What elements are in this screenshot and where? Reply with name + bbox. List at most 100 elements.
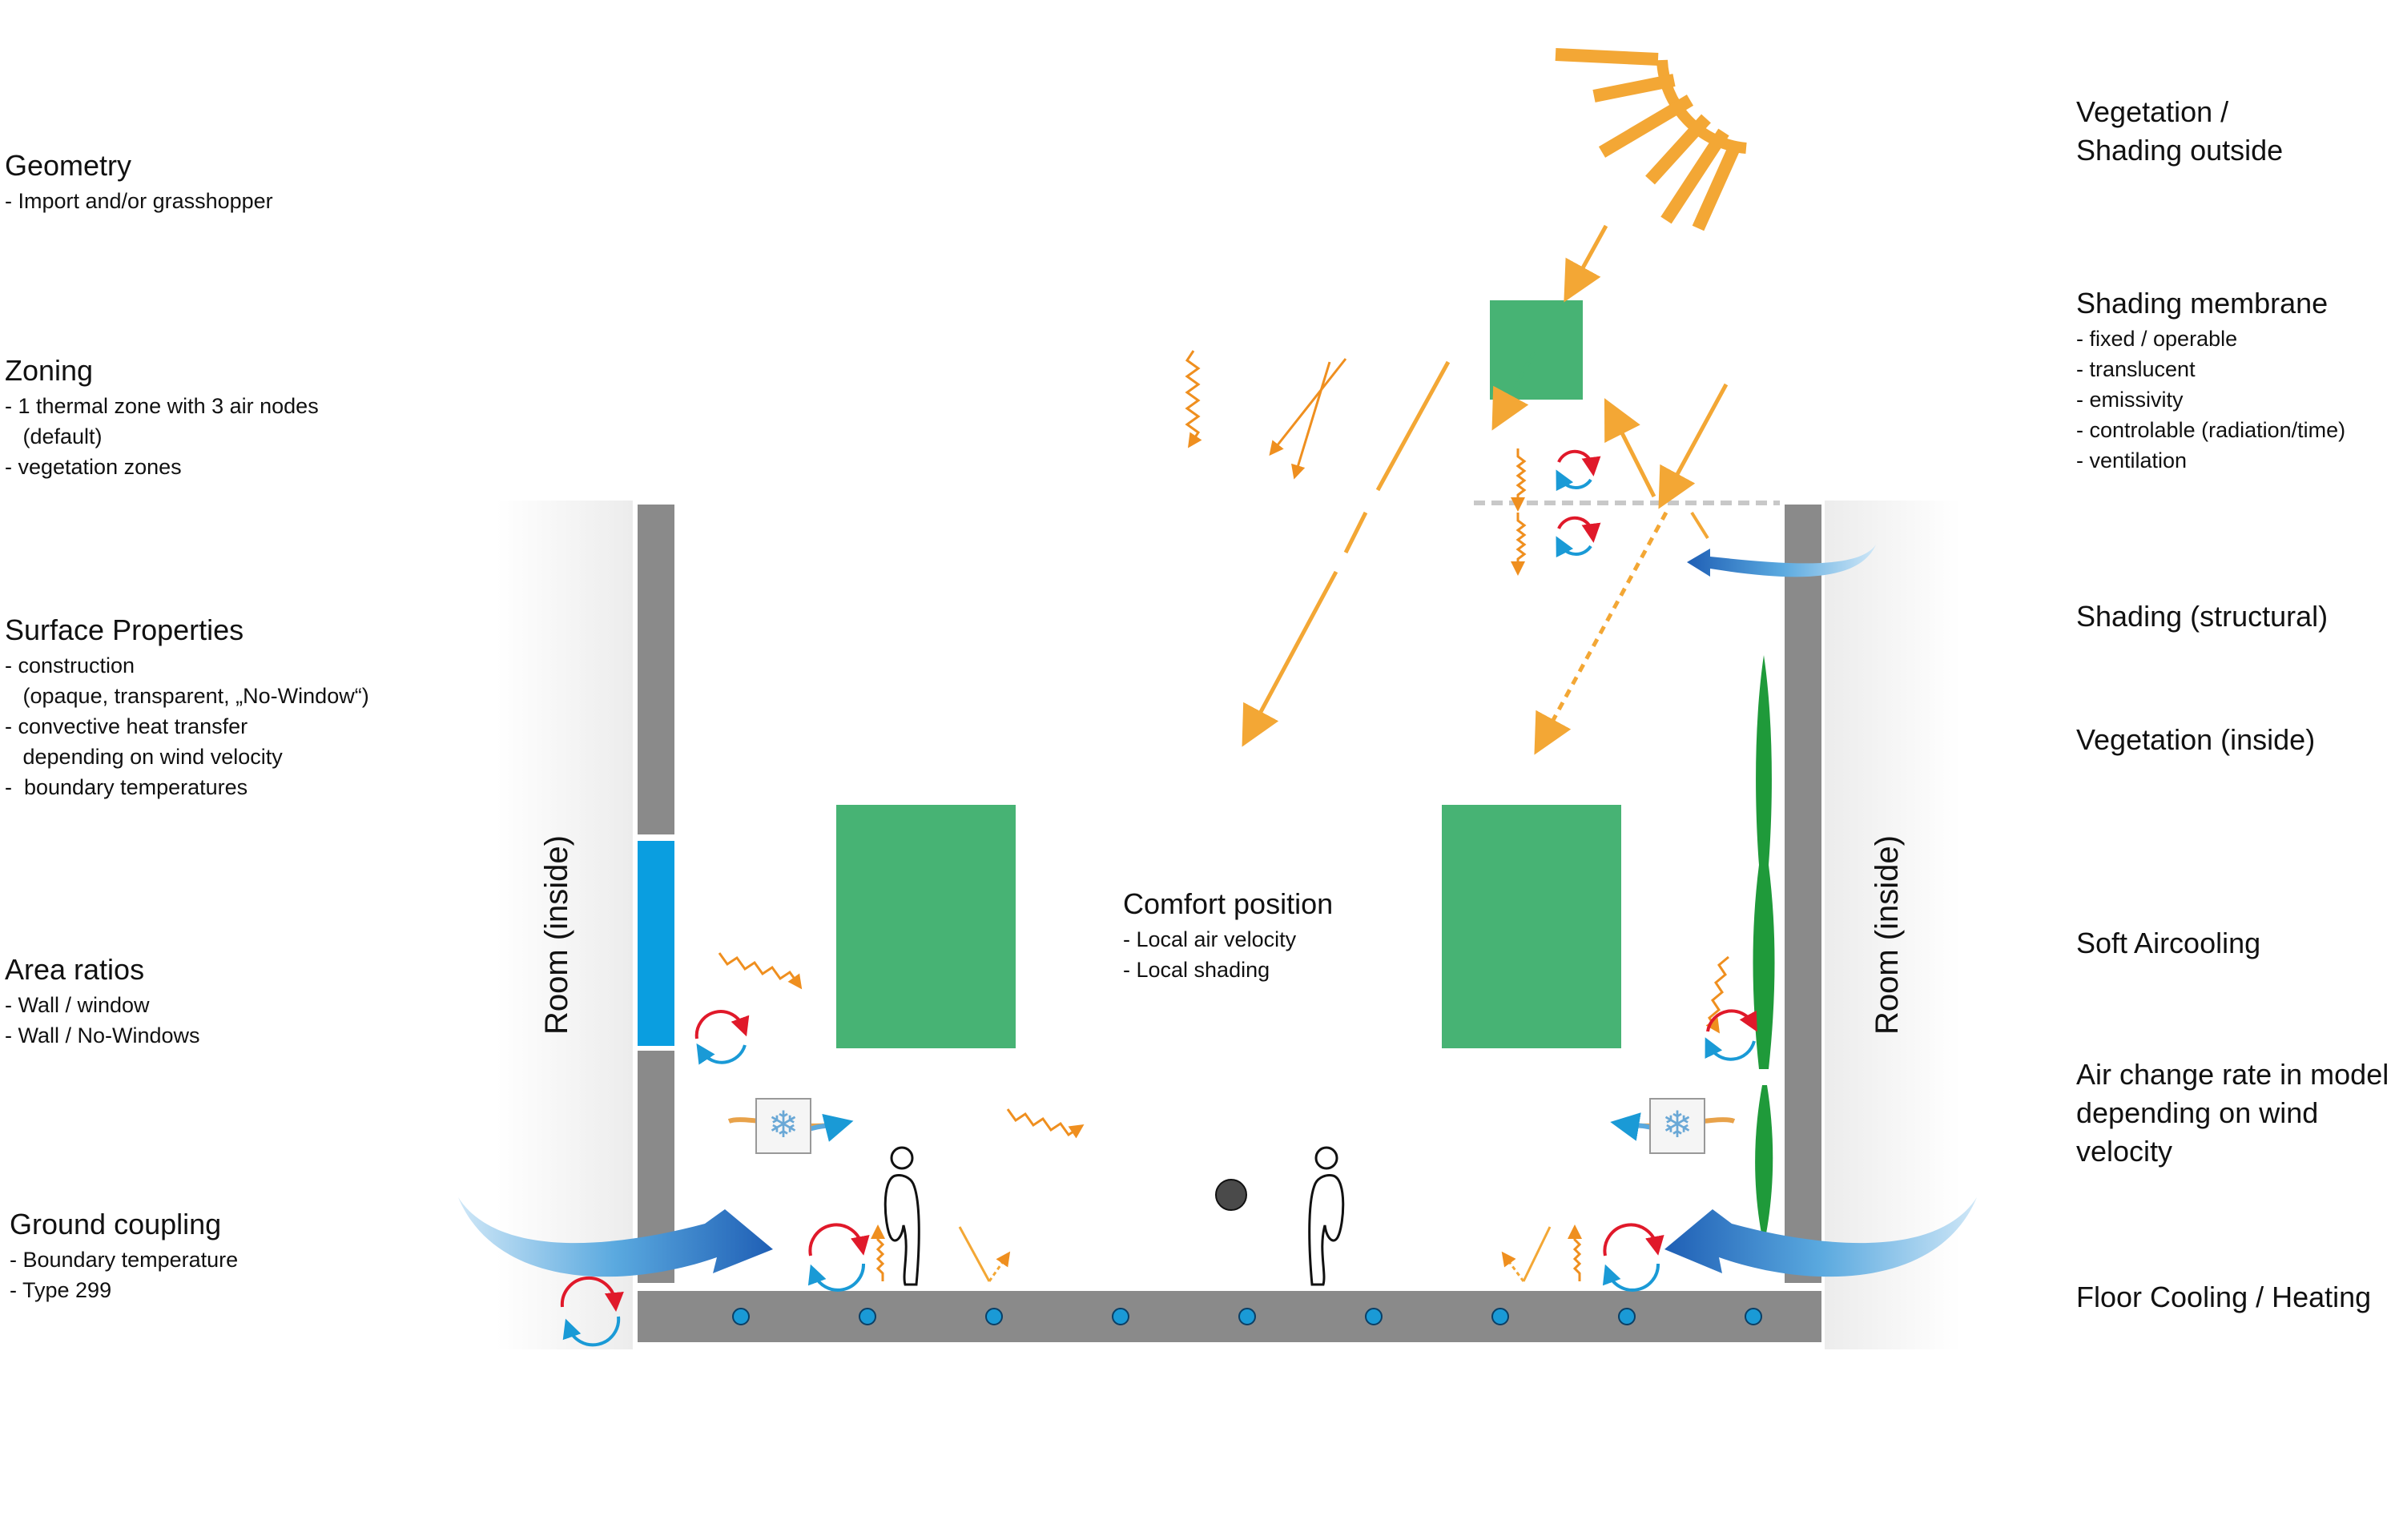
ground-item: - Type 299 <box>10 1278 112 1303</box>
radiation-arrow-icon <box>1690 511 1709 540</box>
air-change-line: Air change rate in model <box>2076 1058 2389 1091</box>
comfort-position-marker <box>1215 1179 1247 1211</box>
radiation-arrow-icon <box>1534 511 1668 755</box>
area-item: - Wall / No-Windows <box>5 1023 200 1048</box>
aircooling-unit-right: ❄ <box>1610 1098 1736 1154</box>
shading-membrane-item: - ventilation <box>2076 448 2188 473</box>
radiation-arrow-icon <box>1568 1224 1582 1281</box>
convection-cycle-icon <box>694 1010 750 1065</box>
ground-item: - Boundary temperature <box>10 1248 239 1273</box>
snowflake-icon: ❄ <box>1662 1103 1693 1146</box>
vegetation-inside-plant <box>1753 655 1775 1069</box>
surface-item: depending on wind velocity <box>5 745 283 770</box>
comfort-title: Comfort position <box>1123 887 1334 920</box>
vegetation-block-right <box>1442 805 1621 1048</box>
surface-item: - boundary temperatures <box>5 775 248 800</box>
floor-cooling-label: Floor Cooling / Heating <box>2076 1281 2372 1313</box>
floor-pipe <box>1365 1308 1383 1325</box>
person-icon <box>1308 1146 1345 1286</box>
shading-membrane-item: - fixed / operable <box>2076 327 2238 352</box>
radiation-arrow-icon <box>1522 1226 1552 1282</box>
vegetation-inside-plant-lower <box>1755 1085 1773 1245</box>
radiation-arrow-icon <box>1491 351 1536 431</box>
radiation-arrow-icon <box>958 1226 991 1282</box>
radiation-arrow-icon <box>988 1251 1011 1282</box>
comfort-position-label: Comfort position - Local air velocity - … <box>1123 887 1333 985</box>
geometry-title: Geometry <box>5 149 132 182</box>
radiation-arrow-icon <box>1604 398 1656 498</box>
area-ratios-label: Area ratios - Wall / window - Wall / No-… <box>5 953 200 1051</box>
surface-item: - convective heat transfer <box>5 714 248 739</box>
area-item: - Wall / window <box>5 993 150 1018</box>
zoning-item: - vegetation zones <box>5 455 182 480</box>
right-wall <box>1785 505 1821 1283</box>
convection-cycle-icon <box>1556 516 1601 558</box>
radiation-arrow-icon <box>1343 511 1368 554</box>
radiation-arrow-icon <box>1564 224 1608 303</box>
radiation-arrow-icon <box>718 952 803 990</box>
surface-item: - construction <box>5 653 135 678</box>
floor-pipe <box>1618 1308 1636 1325</box>
shading-membrane-label: Shading membrane - fixed / operable - tr… <box>2076 287 2345 476</box>
right-room-label: Room (inside) <box>1870 835 1905 1035</box>
shading-membrane-item: - controlable (radiation/time) <box>2076 418 2346 443</box>
convection-cycles <box>560 449 1757 1347</box>
soft-aircooling-label: Soft Aircooling <box>2076 927 2261 959</box>
radiation-arrow-icon <box>1511 513 1527 576</box>
left-room-fade <box>497 501 633 1349</box>
shading-membrane-item: - translucent <box>2076 357 2196 382</box>
vegetation-outside-label: Vegetation / Shading outside <box>2076 93 2283 170</box>
left-window <box>638 841 674 1046</box>
floor-pipe <box>1745 1308 1762 1325</box>
person-icon <box>884 1146 920 1286</box>
radiation-arrow-icon <box>1006 1108 1085 1139</box>
convection-cycle-icon <box>1556 449 1601 492</box>
shading-membrane-title: Shading membrane <box>2076 287 2329 320</box>
shading-structural-label: Shading (structural) <box>2076 600 2329 633</box>
wind-arrow-icon <box>1664 1197 1977 1277</box>
convection-cycle-icon <box>1705 1009 1757 1061</box>
snowflake-icon: ❄ <box>768 1103 799 1146</box>
floor-pipes <box>732 1308 1762 1325</box>
radiation-arrow-icon <box>1705 955 1729 1034</box>
surface-properties-label: Surface Properties - construction (opaqu… <box>5 613 369 802</box>
radiation-arrow-icon <box>1375 360 1451 492</box>
left-wall-upper <box>638 505 674 834</box>
wind-arrow-icon <box>1687 545 1876 577</box>
zoning-item: (default) <box>5 424 103 449</box>
vegetation-outside-line: Vegetation / <box>2076 95 2229 128</box>
surface-item: (opaque, transparent, „No-Window“) <box>5 684 369 709</box>
sun-icon <box>1555 48 1747 231</box>
ground-title: Ground coupling <box>10 1208 222 1240</box>
surface-title: Surface Properties <box>5 613 244 646</box>
radiation-arrow-icon <box>871 1224 885 1281</box>
zoning-title: Zoning <box>5 354 94 387</box>
radiation-arrow-icon <box>1658 383 1729 509</box>
geometry-item: - Import and/or grasshopper <box>5 189 273 214</box>
zoning-item: - 1 thermal zone with 3 air nodes <box>5 394 319 419</box>
floor-pipe <box>859 1308 876 1325</box>
radiation-arrow-icon <box>1242 570 1338 747</box>
air-change-line: depending on wind velocity <box>2076 1096 2319 1168</box>
left-room-label: Room (inside) <box>539 835 574 1035</box>
aircooling-unit-left: ❄ <box>727 1098 854 1154</box>
vegetation-block-left <box>836 805 1016 1048</box>
air-change-label: Air change rate in model depending on wi… <box>2076 1055 2403 1171</box>
longwave-radiation <box>718 350 1729 1282</box>
floor-slab <box>638 1291 1821 1342</box>
wind-arrow-icon <box>458 1197 773 1277</box>
geometry-label: Geometry - Import and/or grasshopper <box>5 149 273 216</box>
floor-pipe <box>732 1308 750 1325</box>
floor-pipe <box>985 1308 1003 1325</box>
ground-coupling-label: Ground coupling - Boundary temperature -… <box>10 1208 238 1305</box>
vegetation-outside-block <box>1490 300 1583 400</box>
zoning-label: Zoning - 1 thermal zone with 3 air nodes… <box>5 354 319 482</box>
shading-membrane-item: - emissivity <box>2076 388 2184 412</box>
floor-pipe <box>1491 1308 1509 1325</box>
radiation-arrow-icon <box>1511 448 1527 512</box>
convection-cycle-icon <box>1602 1223 1664 1292</box>
solar-rays <box>1242 224 1729 755</box>
right-room-fade <box>1825 501 1961 1349</box>
